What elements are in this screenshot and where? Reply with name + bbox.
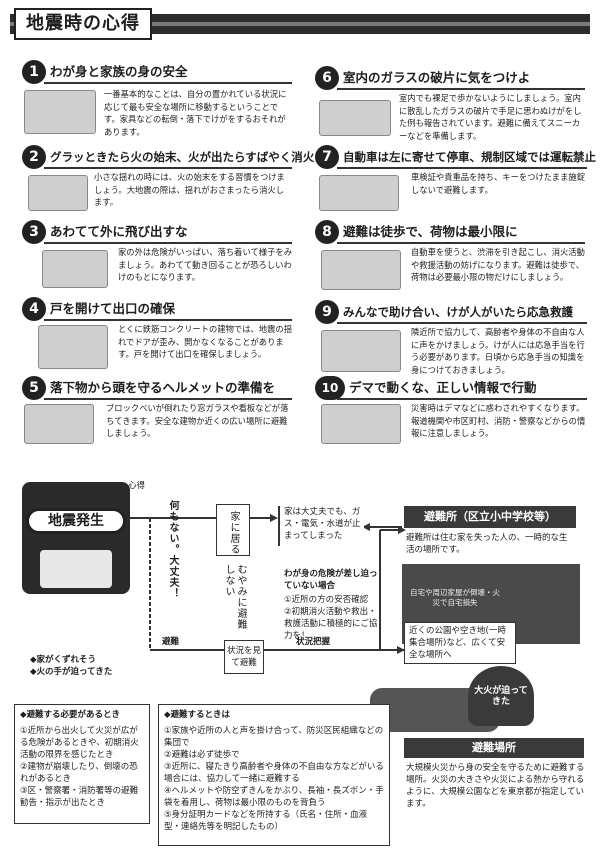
see-evac: 状況を見て避難	[224, 640, 264, 674]
collapse-2: ◆火の手が迫ってきた	[30, 667, 113, 677]
tip-title: 室内のガラスの破片に気をつけよ	[343, 70, 531, 85]
when-item: ⑤身分証明カードなどを所持する（氏名・住所・血液型・連絡先等を明記したもの）	[164, 810, 368, 832]
evac-site-title: 避難場所	[404, 738, 584, 758]
evac-site-desc: 大規模火災から身の安全を守るために避難する場所。火災の大きさや火災による熱から守…	[406, 763, 585, 809]
tip-number: 6	[315, 66, 339, 90]
tip-body: 災害時はデマなどに惑わされやすくなります。報道機関や市区町村、消防・警察などから…	[411, 403, 586, 438]
shelter-desc: 避難所は住む家を失った人の、一時的な生活の場所です。	[406, 533, 568, 555]
need-title: ◆避難する必要があるとき	[20, 710, 121, 720]
tip-3: 3 あわてて外に飛び出すな 家の外は危険がいっぱい、落ち着いて様子をみましょう。…	[22, 220, 292, 290]
tip-8: 8 避難は徒歩で、荷物は最小限に 自動車を使うと、渋滞を引き起こし、消火活動や救…	[315, 220, 585, 292]
tip-number: 7	[315, 145, 339, 169]
danger-item-2: ②初期消火活動や救出・救護活動に積極的にご協力を！	[284, 607, 378, 641]
tip-illustration	[24, 90, 96, 134]
tip-body: ブロックべいが倒れたり窓ガラスや看板などが落ちてきます。安全な建物か近くの広い場…	[106, 403, 289, 438]
when-item: ③近所に、寝たきり高齢者や身体の不自由な方などがいる場合には、協力して一緒に避難…	[164, 762, 384, 784]
tip-title: あわてて外に飛び出すな	[50, 224, 188, 239]
tip-number: 5	[22, 376, 46, 400]
tip-body: 車検証や貴重品を持ち、キーをつけたまま施錠しないで避難します。	[411, 172, 585, 195]
tip-9: 9 みんなで助け合い、けが人がいたら応急救護 隣近所で協力して、高齢者や身体の不…	[315, 300, 590, 375]
tip-title: わが身と家族の身の安全	[50, 64, 188, 79]
tip-illustration	[24, 404, 94, 444]
header-banner: 地震時の心得	[10, 8, 590, 40]
tip-illustration	[321, 250, 401, 290]
tip-5: 5 落下物から頭を守るヘルメットの準備を ブロックべいが倒れたり窓ガラスや看板な…	[22, 376, 292, 444]
tip-body: 自動車を使うと、渋滞を引き起こし、消火活動や救援活動の妨げになります。避難は徒歩…	[411, 247, 585, 282]
danger-title: わが身の危険が差し迫っていない場合	[284, 569, 378, 591]
when-item: ②避難は必ず徒歩で	[164, 750, 240, 760]
need-item: ③区・警察署・消防署等の避難勧告・指示が出たとき	[20, 786, 139, 808]
quake-start: 地震発生	[26, 508, 126, 534]
no-evac: むやみに避難しない	[223, 564, 246, 630]
tip-number: 10	[315, 376, 345, 400]
tip-number: 3	[22, 220, 46, 244]
tip-title: 避難は徒歩で、荷物は最小限に	[343, 224, 518, 239]
tip-title: みんなで助け合い、けが人がいたら応急救護	[343, 305, 573, 319]
tip-body: 一番基本的なことは、自分の置かれている状況に応じて最も安全な場所に移動するという…	[104, 89, 287, 137]
tip-number: 4	[22, 297, 46, 321]
tip-body: 隣近所で協力して、高齢者や身体の不自由な人に声をかけましょう。けが人には応急手当…	[411, 327, 585, 375]
tip-illustration	[319, 175, 399, 211]
tip-number: 9	[315, 300, 339, 324]
tip-body: 家の外は危険がいっぱい、落ち着いて様子をみましょう。あわてて動き回ることが恐ろし…	[118, 247, 292, 282]
tip-6: 6 室内のガラスの破片に気をつけよ 室内でも裸足で歩かないようにしましょう。室内…	[315, 66, 585, 141]
tip-title: 戸を開けて出口の確保	[50, 301, 176, 316]
tip-number: 1	[22, 60, 46, 84]
tip-number: 8	[315, 220, 339, 244]
tip-illustration	[321, 404, 401, 444]
evac-label: 避難	[162, 637, 180, 647]
tip-title: 落下物から頭を守るヘルメットの準備を	[50, 380, 276, 395]
tip-2: 2 グラッときたら火の始末、火が出たらすばやく消火 小さな揺れの時には、火の始末…	[22, 145, 314, 215]
tip-4: 4 戸を開けて出口の確保 とくに鉄筋コンクリートの建物では、地震の揺れでドアが歪…	[22, 297, 292, 372]
house-ok: 家は大丈夫でも、ガス・電気・水道が止まってしまった	[278, 506, 364, 546]
tip-body: 小さな揺れの時には、火の始末をする習慣をつけましょう。大地震の際は、揺れがおさま…	[94, 172, 285, 207]
need-item: ②建物が崩壊したり、倒壊の恐れがあるとき	[20, 762, 138, 784]
need-box: ◆避難する必要があるとき ①近所から出火して火災が広がる危険があるときや、初期消…	[14, 704, 150, 824]
tip-10: 10 デマで動くな、正しい情報で行動 災害時はデマなどに惑わされやすくなります。…	[315, 376, 590, 444]
tip-illustration	[38, 325, 108, 369]
tip-1: 1 わが身と家族の身の安全 一番基本的なことは、自分の置かれている状況に応じて最…	[22, 60, 292, 140]
tip-body: とくに鉄筋コンクリートの建物では、地震の揺れでドアが歪み、開かなくなることがあり…	[118, 324, 292, 359]
stay-home: 家に居る	[216, 504, 250, 556]
collapse-1: ◆家がくずれそう	[30, 655, 97, 665]
shake-window	[40, 550, 112, 588]
tip-body: 室内でも裸足で歩かないようにしましょう。室内に散乱したガラスの破片で手足に思わぬ…	[399, 93, 582, 141]
tip-title: 自動車は左に寄せて停車、規制区域では運転禁止	[343, 150, 596, 164]
tip-illustration	[321, 330, 401, 372]
tip-7: 7 自動車は左に寄せて停車、規制区域では運転禁止 車検証や貴重品を持ち、キーをつ…	[315, 145, 596, 215]
tip-illustration	[28, 175, 88, 211]
when-box: ◆避難するときは ①家族や近所の人と声を掛け合って、防災区民組織などの集団で ②…	[158, 704, 390, 846]
nothing-ok: 何もない。大丈夫！	[167, 500, 178, 599]
shelter-title: 避難所（区立小中学校等）	[404, 506, 576, 528]
when-title: ◆避難するときは	[164, 710, 231, 720]
tip-title: グラッときたら火の始末、火が出たらすばやく消火	[50, 150, 315, 164]
danger-item-1: ①近所の方の安否確認	[284, 595, 369, 605]
big-fire-flame	[468, 666, 534, 726]
tip-illustration	[42, 250, 108, 288]
tip-illustration	[319, 100, 391, 136]
page-title: 地震時の心得	[14, 8, 152, 40]
temp-place: 近くの公園や空き地(一時集合場所)など、広くて安全な場所へ	[404, 622, 516, 664]
when-item: ①家族や近所の人と声を掛け合って、防災区民組織などの集団で	[164, 726, 384, 748]
fire-note: 自宅や周辺家屋が倒壊・火災で自宅損失	[410, 588, 500, 607]
when-item: ④ヘルメットや防空ずきんをかぶり、長袖・長ズボン・手袋を着用し、荷物は最小限のも…	[164, 786, 384, 808]
tip-title: デマで動くな、正しい情報で行動	[349, 380, 537, 395]
tip-number: 2	[22, 145, 46, 169]
need-item: ①近所から出火して火災が広がる危険があるときや、初期消火活動の限界を感じたとき	[20, 726, 139, 760]
big-fire: 大火が迫ってきた	[474, 686, 528, 707]
kokoroe-label: 心得	[128, 481, 146, 491]
grasp-label: 状況把握	[296, 637, 331, 647]
